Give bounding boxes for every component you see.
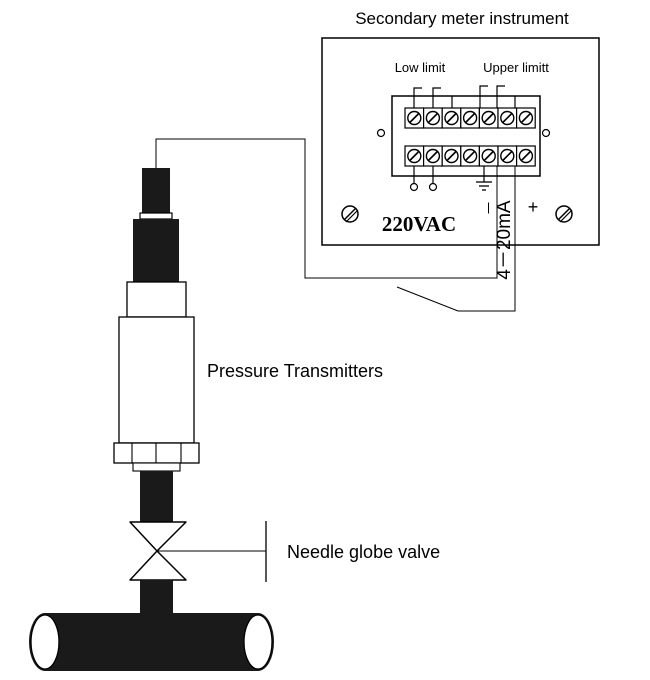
impulse-pipe-upper bbox=[140, 471, 173, 525]
terminal-bottom-6 bbox=[497, 145, 518, 167]
impulse-pipe-lower bbox=[140, 580, 173, 616]
current-range-label: 4－20mA bbox=[494, 200, 515, 280]
terminal-top-7 bbox=[515, 107, 536, 129]
screw-left-icon bbox=[341, 205, 359, 223]
low-limit-label: Low limit bbox=[395, 60, 446, 75]
terminal-bottom-3 bbox=[441, 145, 462, 167]
terminal-row-top bbox=[404, 107, 536, 129]
instrument-title: Secondary meter instrument bbox=[355, 9, 569, 28]
mounting-hole-right bbox=[541, 128, 551, 138]
sealing-washer bbox=[132, 462, 181, 472]
screw-right-icon bbox=[555, 205, 573, 223]
terminal-block bbox=[391, 95, 541, 177]
plus-sign: + bbox=[528, 197, 539, 217]
instrument-outer-box bbox=[321, 37, 600, 246]
neck-section bbox=[126, 281, 187, 318]
needle-globe-valve bbox=[129, 521, 267, 582]
terminal-top-4 bbox=[460, 107, 480, 129]
terminal-bottom-1 bbox=[404, 145, 425, 167]
transmitter-body bbox=[118, 316, 195, 444]
transmitter-label: Pressure Transmitters bbox=[207, 361, 383, 381]
power-terminal-2 bbox=[428, 182, 438, 192]
upper-limit-lead bbox=[479, 85, 516, 108]
main-pipe bbox=[29, 613, 274, 671]
low-limit-lead bbox=[413, 87, 453, 108]
terminal-bottom-2 bbox=[423, 145, 443, 167]
minus-sign: － bbox=[481, 200, 498, 215]
signal-wire-plus bbox=[396, 166, 516, 312]
pressure-transmitter bbox=[113, 168, 200, 472]
terminal-bottom-4 bbox=[460, 145, 480, 167]
voltage-label: 220VAC bbox=[382, 212, 456, 236]
terminal-top-1 bbox=[404, 107, 425, 129]
terminal-top-3 bbox=[441, 107, 462, 129]
power-terminal-1 bbox=[409, 182, 419, 192]
terminal-row-bottom bbox=[404, 145, 536, 167]
terminal-top-6 bbox=[497, 107, 518, 129]
secondary-meter-instrument: Low limit Upper limitt 220VAC bbox=[321, 37, 600, 246]
valve-label: Needle globe valve bbox=[287, 542, 440, 562]
ground-icon bbox=[476, 166, 492, 191]
cable-gland-ring bbox=[139, 212, 173, 220]
terminal-top-5 bbox=[478, 107, 499, 129]
upper-limit-label: Upper limitt bbox=[483, 60, 549, 75]
terminal-bottom-7 bbox=[515, 145, 536, 167]
terminal-bottom-5 bbox=[478, 145, 499, 167]
signal-wire-minus bbox=[155, 138, 498, 279]
cable-gland bbox=[142, 168, 170, 216]
mounting-hole-left bbox=[376, 128, 386, 138]
terminal-top-2 bbox=[423, 107, 443, 129]
connector-housing bbox=[133, 219, 179, 282]
